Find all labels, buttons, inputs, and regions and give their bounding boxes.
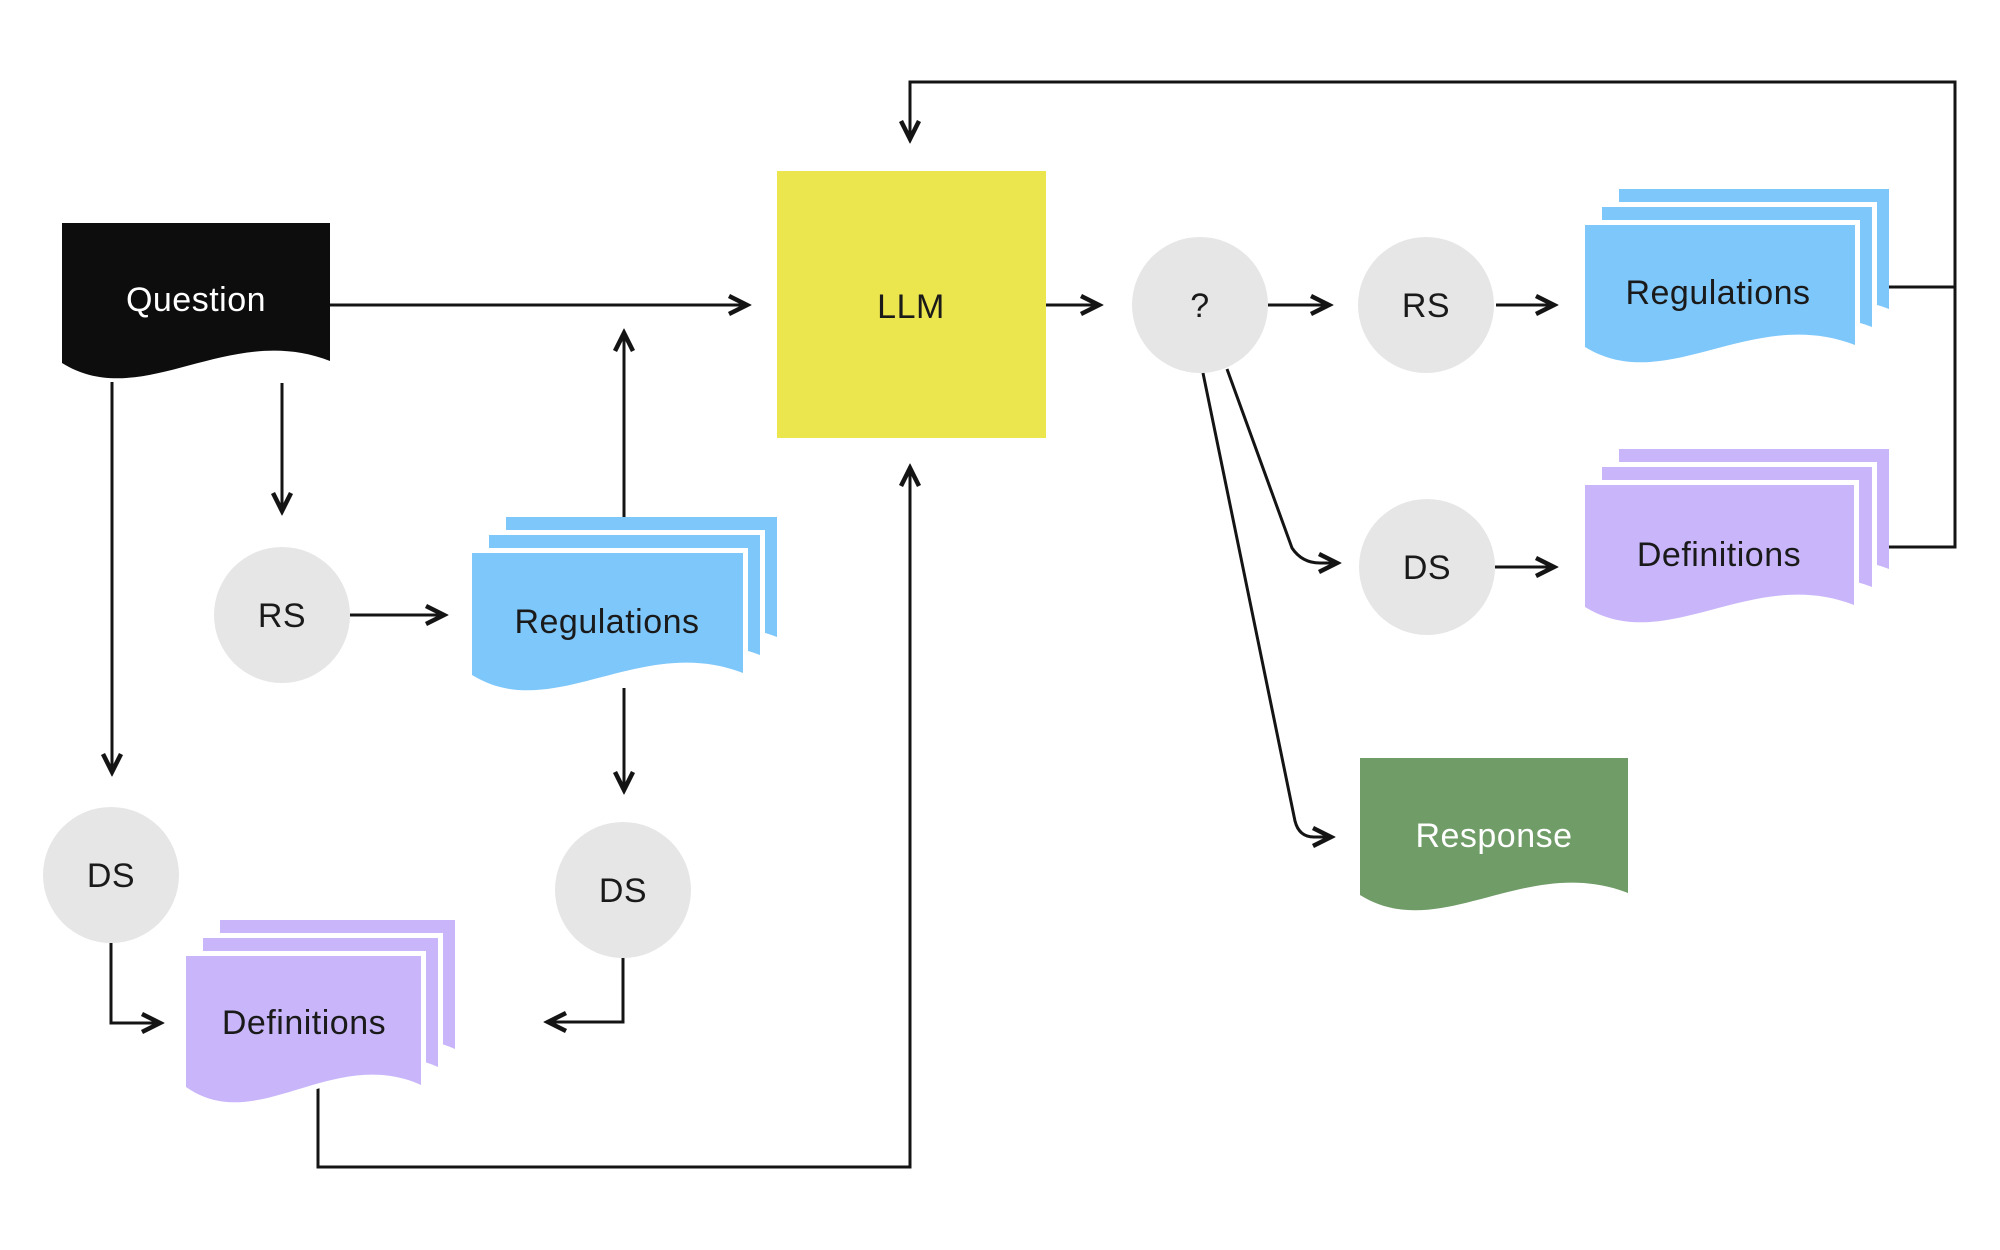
- regulations-left-label: Regulations: [514, 603, 699, 641]
- regulations-right-label: Regulations: [1625, 274, 1810, 312]
- question-node: Question: [62, 223, 330, 379]
- connector-arrows: [109, 80, 1957, 1169]
- definitions-left-sheet-front: [181, 951, 426, 1108]
- question-label: Question: [126, 281, 266, 319]
- definitions-right-sheet-front: [1580, 480, 1859, 628]
- response-node: Response: [1360, 758, 1628, 911]
- ds-bottom-left-node: DS: [43, 807, 179, 943]
- ds-bottom-left-label: DS: [87, 857, 135, 895]
- definitions-right-label: Definitions: [1637, 536, 1801, 574]
- rs-right-node: RS: [1358, 237, 1494, 373]
- ds-right-label: DS: [1403, 549, 1451, 587]
- regulations-right-sheet-front: [1580, 220, 1860, 368]
- regulations-left-sheet-front: [467, 548, 748, 696]
- arrow-definitions-to-llm: [316, 468, 910, 1169]
- rs-left-circle: [214, 547, 350, 683]
- question-document-shape: [62, 223, 330, 379]
- decision-circle: [1132, 237, 1268, 373]
- ds-right-node: DS: [1359, 499, 1495, 635]
- regulations-left-stack: Regulations: [467, 517, 777, 696]
- definitions-right-stack: Definitions: [1580, 449, 1889, 628]
- decision-node: ?: [1132, 237, 1268, 373]
- arrow-decision-to-ds-right: [1225, 368, 1337, 563]
- definitions-left-stack: Definitions: [181, 920, 455, 1108]
- regulations-right-stack: Regulations: [1580, 189, 1889, 368]
- rs-right-circle: [1358, 237, 1494, 373]
- ds-bottom-mid-circle: [555, 822, 691, 958]
- rs-right-label: RS: [1402, 287, 1450, 325]
- arrow-decision-to-response: [1201, 372, 1331, 837]
- ds-bottom-mid-node: DS: [555, 822, 691, 958]
- response-document-shape: [1360, 758, 1628, 911]
- llm-node: LLM: [777, 171, 1046, 438]
- ds-right-circle: [1359, 499, 1495, 635]
- arrow-feedback-loop-to-llm: [910, 80, 1957, 549]
- arrow-ds-left-to-definitions: [109, 943, 160, 1023]
- definitions-left-label: Definitions: [222, 1004, 386, 1042]
- ds-bottom-mid-label: DS: [599, 872, 647, 910]
- ds-bottom-left-circle: [43, 807, 179, 943]
- decision-label: ?: [1190, 287, 1209, 325]
- rs-left-node: RS: [214, 547, 350, 683]
- rs-left-label: RS: [258, 597, 306, 635]
- arrow-ds-mid-to-definitions: [548, 958, 625, 1022]
- response-label: Response: [1415, 817, 1572, 855]
- llm-label: LLM: [877, 288, 945, 326]
- llm-box: [777, 171, 1046, 438]
